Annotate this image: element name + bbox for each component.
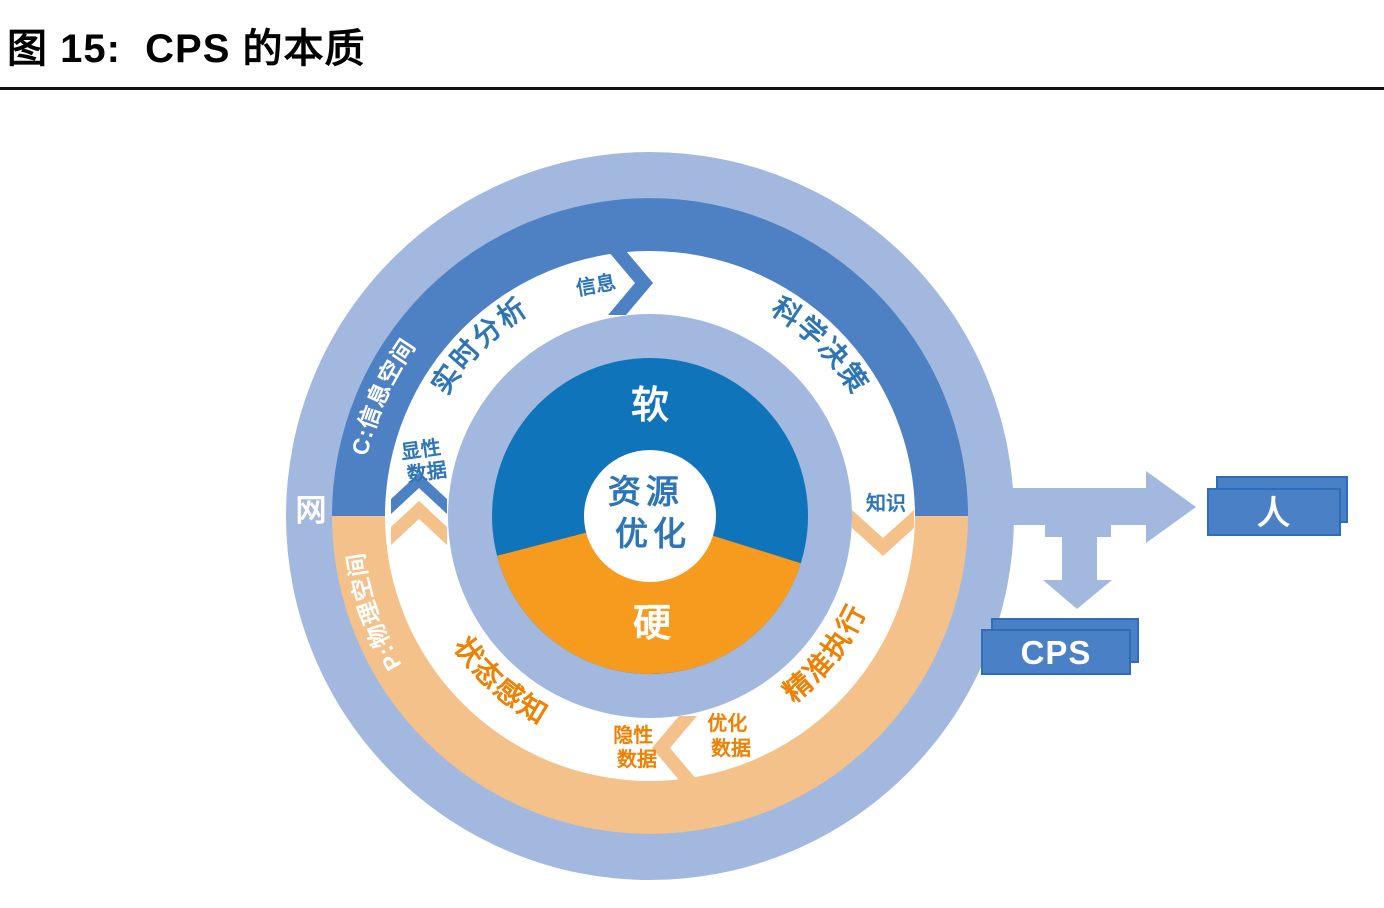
cps-box: CPS [981, 618, 1139, 675]
chevron-right-information-icon [608, 251, 653, 315]
chevron-left-data-icon [652, 716, 697, 780]
output-arrow [980, 471, 1196, 609]
cps-box-label: CPS [1021, 634, 1092, 671]
core-soft-label: 软 [631, 385, 669, 427]
core-hard-label: 硬 [633, 603, 671, 645]
label-explicit-data: 显性 数据 [400, 435, 452, 487]
title-divider [0, 87, 1384, 90]
cps-box-front [981, 629, 1131, 675]
core-hard-sector [497, 516, 801, 675]
label-optimized-data: 优化 数据 [707, 711, 753, 760]
chevron-up-orange-icon [391, 501, 447, 545]
label-knowledge: 知识 [866, 491, 906, 515]
chevron-up-blue-icon [391, 473, 447, 514]
arrow-right-head-icon [1146, 471, 1196, 543]
arrow-down-head-icon [1043, 580, 1112, 609]
label-implicit-data: 隐性 数据 [613, 724, 659, 771]
human-box-label: 人 [1257, 494, 1291, 531]
human-box: 人 [1207, 476, 1348, 536]
chevron-down-knowledge-icon [852, 510, 914, 556]
figure-title: 图 15: CPS 的本质 [7, 27, 366, 71]
human-box-front [1207, 488, 1341, 536]
core-center-circle [584, 450, 716, 582]
arrow-vertical-shaft [1062, 507, 1097, 581]
network-label: 网 [296, 493, 327, 528]
core-center-label: 资源 优化 [608, 473, 698, 552]
